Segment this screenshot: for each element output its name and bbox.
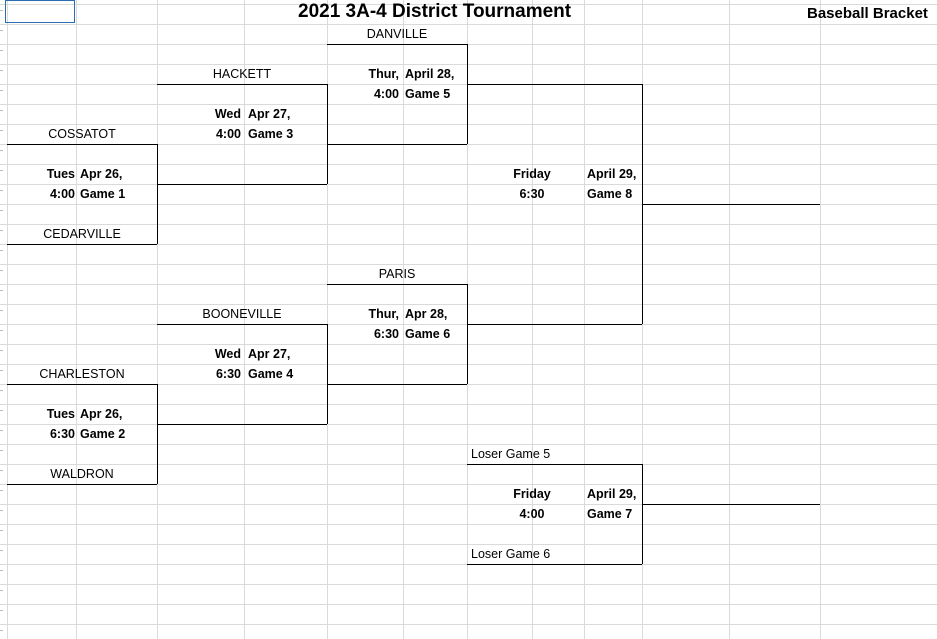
- game3-number: Game 3: [248, 127, 294, 141]
- game1-day: Tues: [46, 167, 75, 181]
- game4-day: Wed: [214, 347, 241, 361]
- game1-time: 4:00: [49, 187, 75, 201]
- game2-day: Tues: [46, 407, 75, 421]
- game2-number: Game 2: [80, 427, 126, 441]
- game8-time: 6:30: [519, 187, 545, 201]
- game1-number: Game 1: [80, 187, 126, 201]
- game7-day: Friday: [513, 487, 551, 501]
- game3-time: 4:00: [215, 127, 241, 141]
- team-waldron: WALDRON: [50, 467, 114, 481]
- game4-time: 6:30: [215, 367, 241, 381]
- team-cedarville: CEDARVILLE: [43, 227, 121, 241]
- game5-time: 4:00: [373, 87, 399, 101]
- game4-number: Game 4: [248, 367, 294, 381]
- game3-day: Wed: [214, 107, 241, 121]
- game6-day: Thur,: [368, 307, 399, 321]
- game8-day: Friday: [513, 167, 551, 181]
- game5-day: Thur,: [368, 67, 399, 81]
- game2-time: 6:30: [49, 427, 75, 441]
- team-paris: PARIS: [378, 267, 416, 281]
- game7-number: Game 7: [587, 507, 633, 521]
- game6-time: 6:30: [373, 327, 399, 341]
- team-booneville: BOONEVILLE: [202, 307, 282, 321]
- game8-date: April 29,: [587, 167, 637, 181]
- loser-game-5: Loser Game 5: [471, 447, 551, 461]
- game8-number: Game 8: [587, 187, 633, 201]
- team-cossatot: COSSATOT: [48, 127, 116, 141]
- game6-date: Apr 28,: [405, 307, 448, 321]
- page-title: 2021 3A-4 District Tournament: [298, 1, 572, 22]
- game6-number: Game 6: [405, 327, 451, 341]
- game4-date: Apr 27,: [248, 347, 291, 361]
- bracket-subtitle: Baseball Bracket: [807, 5, 928, 22]
- game2-date: Apr 26,: [80, 407, 123, 421]
- team-charleston: CHARLESTON: [39, 367, 125, 381]
- game1-date: Apr 26,: [80, 167, 123, 181]
- game7-time: 4:00: [519, 507, 545, 521]
- game5-number: Game 5: [405, 87, 451, 101]
- game3-date: Apr 27,: [248, 107, 291, 121]
- team-hackett: HACKETT: [212, 67, 272, 81]
- team-danville: DANVILLE: [366, 27, 428, 41]
- game7-date: April 29,: [587, 487, 637, 501]
- game5-date: April 28,: [405, 67, 455, 81]
- loser-game-6: Loser Game 6: [471, 547, 551, 561]
- selected-cell[interactable]: [5, 0, 75, 23]
